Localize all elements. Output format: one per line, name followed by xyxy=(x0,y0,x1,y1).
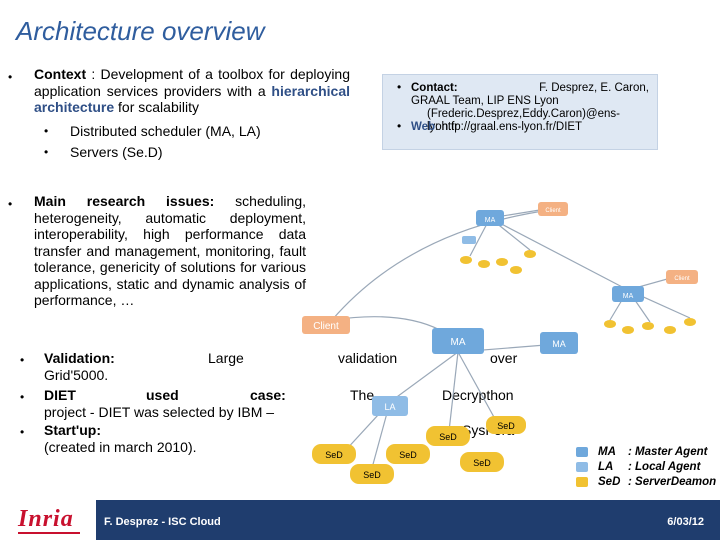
legend-item-sed: SeD : ServerDeamon xyxy=(576,474,716,489)
sed-nodes-main: SeD SeD SeD SeD SeD SeD xyxy=(312,416,526,484)
context-highlight: hierarchical architecture xyxy=(34,82,350,116)
contact-team: GRAAL Team, LIP ENS Lyon xyxy=(411,95,559,107)
text-decrypthon: Decrypthon xyxy=(442,387,514,403)
context-label: Context xyxy=(34,66,87,82)
sed-label: SeD xyxy=(497,421,515,431)
text-validation: validation xyxy=(338,350,398,366)
sed-node xyxy=(426,426,470,446)
ma-label: MA xyxy=(623,293,634,300)
sed-node xyxy=(312,444,356,464)
sed-node xyxy=(684,318,696,326)
contact-label: Contact: xyxy=(411,82,458,94)
client-label: Client xyxy=(313,321,339,332)
sed-label: SeD xyxy=(363,470,381,480)
sed-node xyxy=(350,464,394,484)
ma-node-second xyxy=(540,332,578,354)
sed-node xyxy=(478,260,490,268)
sed-node xyxy=(664,326,676,334)
sed-node xyxy=(460,452,504,472)
text-over: over xyxy=(490,350,518,366)
ma-node xyxy=(612,286,644,302)
research-label: Main research issues: xyxy=(34,193,215,209)
text-case: case: xyxy=(250,387,286,403)
bullet-dot: • xyxy=(397,119,402,133)
client-label: Client xyxy=(545,208,561,214)
client-node-main xyxy=(302,316,350,334)
legend-swatch xyxy=(576,476,588,487)
sed-cluster-right xyxy=(604,318,696,334)
sed-label: SeD xyxy=(473,458,491,468)
la-node xyxy=(462,236,476,244)
text-large: Large xyxy=(208,350,244,366)
bullet-dot: • xyxy=(397,80,402,94)
sed-node xyxy=(386,444,430,464)
text-the: The xyxy=(350,387,375,403)
startup-label: Start'up: xyxy=(44,422,101,438)
client-node xyxy=(538,202,568,216)
bullet-dot: • xyxy=(20,353,25,367)
sed-node xyxy=(524,250,536,258)
sed-node xyxy=(460,256,472,264)
text-ibm: project - DIET was selected by IBM – xyxy=(44,404,275,420)
la-label: LA xyxy=(384,402,395,412)
architecture-diagram: MA Client MA Client Client MA MA LA SeD … xyxy=(302,202,698,484)
sed-node xyxy=(604,320,616,328)
contact-box: • Contact: F. Desprez, E. Caron, GRAAL T… xyxy=(382,74,658,150)
legend-item-la: LA : Local Agent xyxy=(576,459,716,474)
diet-label: DIET xyxy=(44,387,76,403)
research-paragraph: Main research issues: scheduling, hetero… xyxy=(34,193,307,308)
ma-label: MA xyxy=(451,337,466,348)
text-created: (created in march 2010). xyxy=(44,439,197,455)
bullet-dot: • xyxy=(8,197,13,211)
validation-label: Validation: xyxy=(44,350,115,366)
slide-footer: Inria F. Desprez - ISC Cloud 6/03/12 xyxy=(0,500,720,540)
sub-bullet-dot: • xyxy=(44,124,49,138)
contact-web[interactable]: Web: http://graal.ens-lyon.fr/DIET xyxy=(411,121,583,133)
legend-item-ma: MA : Master Agent xyxy=(576,444,716,459)
sub-bullet-dot: • xyxy=(44,145,49,159)
bullet-dot: • xyxy=(20,425,25,439)
contact-names: F. Desprez, E. Caron, xyxy=(539,82,649,94)
diagram-legend: MA : Master Agent LA : Local Agent SeD :… xyxy=(576,444,716,489)
context-sub-2: Servers (Se.D) xyxy=(70,144,163,160)
client-node xyxy=(666,270,698,284)
slide-title: Architecture overview xyxy=(16,16,265,46)
sed-node xyxy=(622,326,634,334)
sed-node xyxy=(510,266,522,274)
sed-label: SeD xyxy=(439,432,457,442)
footer-date: 6/03/12 xyxy=(667,516,704,528)
contact-emails[interactable]: (Frederic.Desprez,Eddy.Caron)@ens-lyon.f… xyxy=(427,108,620,133)
inria-logo: Inria xyxy=(0,500,96,540)
sed-node xyxy=(486,416,526,434)
sed-node xyxy=(496,258,508,266)
ma-label: MA xyxy=(552,339,566,349)
ma-label: MA xyxy=(485,217,496,224)
footer-presenter: F. Desprez - ISC Cloud xyxy=(104,516,221,528)
legend-swatch xyxy=(576,446,588,457)
legend-swatch xyxy=(576,461,588,472)
ma-node xyxy=(476,210,504,226)
client-label: Client xyxy=(674,276,690,282)
context-paragraph: Context : Development of a toolbox for d… xyxy=(34,66,351,116)
sed-cluster-top xyxy=(460,250,536,274)
sed-label: SeD xyxy=(399,450,417,460)
bullet-dot: • xyxy=(20,390,25,404)
ma-node-main xyxy=(432,328,484,354)
la-node-main xyxy=(372,396,408,416)
bullet-dot: • xyxy=(8,70,13,84)
sed-node xyxy=(642,322,654,330)
text-used: used xyxy=(146,387,179,403)
text-grid5000: Grid'5000. xyxy=(44,367,109,383)
context-sub-1: Distributed scheduler (MA, LA) xyxy=(70,123,261,139)
sed-label: SeD xyxy=(325,450,343,460)
